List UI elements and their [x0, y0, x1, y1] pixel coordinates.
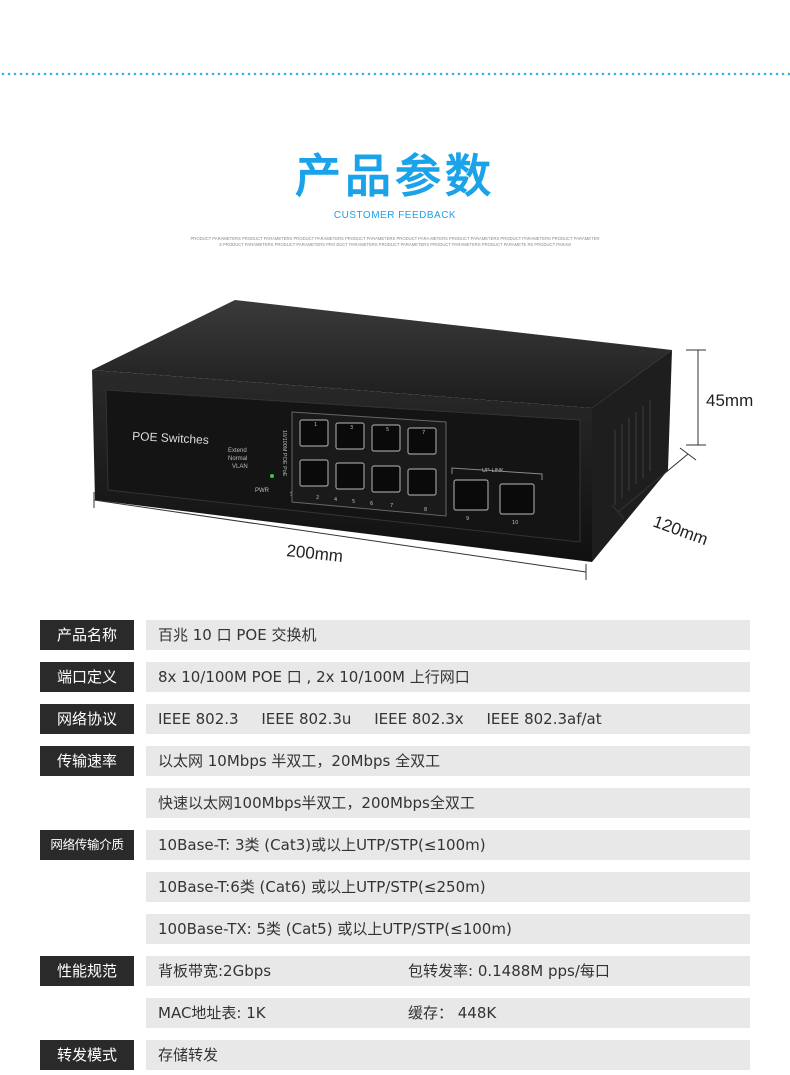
dotted-divider: [0, 72, 790, 76]
spec-row-rate: 传输速率 以太网 10Mbps 半双工，20Mbps 全双工: [40, 746, 750, 776]
uplink-number: 9: [466, 516, 469, 522]
protocol-item: IEEE 802.3af/at: [486, 710, 602, 728]
spec-label: 网络协议: [40, 704, 134, 734]
spec-value: 以太网 10Mbps 半双工，20Mbps 全双工: [146, 746, 750, 776]
brand-label: POE Switches: [132, 429, 209, 447]
spec-row-media: 网络传输介质 10Base-T: 3类 (Cat3)或以上UTP/STP(≤10…: [40, 830, 750, 860]
depth-dimension: 120mm: [651, 512, 711, 549]
port-number: 2: [316, 495, 319, 501]
ethernet-port-icon: [371, 424, 401, 452]
width-dimension: 200mm: [286, 541, 344, 566]
uplink-port-icon: [499, 483, 535, 515]
port-number: 3: [350, 425, 353, 431]
spec-label: 端口定义: [40, 662, 134, 692]
perf-backplane: 背板带宽:2Gbps: [158, 962, 272, 980]
poe-side-label: 10/100M POE PoE: [281, 430, 287, 477]
spec-value: 背板带宽:2Gbps 包转发率: 0.1488M pps/每口: [146, 956, 750, 986]
spec-value: 10Base-T:6类 (Cat6) 或以上UTP/STP(≤250m): [146, 872, 750, 902]
page-title: 产品参数: [295, 149, 495, 203]
spec-row-perf: 性能规范 背板带宽:2Gbps 包转发率: 0.1488M pps/每口: [40, 956, 750, 986]
spec-label: 性能规范: [40, 956, 134, 986]
spec-row-media-3: 100Base-TX: 5类 (Cat5) 或以上UTP/STP(≤100m): [40, 914, 750, 944]
protocol-item: IEEE 802.3u: [261, 710, 352, 728]
spec-value: 100Base-TX: 5类 (Cat5) 或以上UTP/STP(≤100m): [146, 914, 750, 944]
spec-value: 存储转发: [146, 1040, 750, 1070]
perf-cache: 缓存： 448K: [408, 1004, 497, 1022]
port-number: 4: [334, 497, 337, 503]
spec-value: MAC地址表: 1K 缓存： 448K: [146, 998, 750, 1028]
indicator-label: Extend: [228, 448, 247, 454]
perf-mac: MAC地址表: 1K: [158, 1004, 266, 1022]
ethernet-port-icon: [407, 468, 437, 496]
spec-row-protocol: 网络协议 IEEE 802.3 IEEE 802.3u IEEE 802.3x …: [40, 704, 750, 734]
spec-label: 网络传输介质: [40, 830, 134, 860]
spec-row-name: 产品名称 百兆 10 口 POE 交换机: [40, 620, 750, 650]
spec-row-ports: 端口定义 8x 10/100M POE 口 , 2x 10/100M 上行网口: [40, 662, 750, 692]
port-number: 1: [314, 422, 317, 428]
ethernet-port-icon: [335, 422, 365, 450]
product-image: POE Switches Extend Normal VLAN PWR SW 1…: [0, 290, 790, 610]
ethernet-port-icon: [299, 459, 329, 487]
port-number: 5: [386, 427, 389, 433]
spec-value: 百兆 10 口 POE 交换机: [146, 620, 750, 650]
page-subtitle: CUSTOMER FEEDBACK: [333, 210, 457, 221]
spec-value: 8x 10/100M POE 口 , 2x 10/100M 上行网口: [146, 662, 750, 692]
ethernet-port-icon: [299, 419, 329, 447]
port-number: 5: [352, 499, 355, 505]
ethernet-port-icon: [371, 465, 401, 493]
decorative-filler-text: PRODUCT PARAMETERS PRODUCT PARAMETERS PR…: [190, 236, 600, 247]
ethernet-port-icon: [407, 427, 437, 455]
port-number: 8: [424, 507, 427, 513]
spec-label: 产品名称: [40, 620, 134, 650]
pwr-label: PWR: [255, 488, 270, 494]
protocol-item: IEEE 802.3: [158, 710, 239, 728]
uplink-port-icon: [453, 479, 489, 511]
ethernet-port-icon: [335, 462, 365, 490]
protocol-item: IEEE 802.3x: [374, 710, 464, 728]
port-number: 6: [370, 501, 373, 507]
indicator-label: Normal: [228, 456, 247, 462]
perf-forwarding: 包转发率: 0.1488M pps/每口: [408, 962, 610, 980]
spec-value: 10Base-T: 3类 (Cat3)或以上UTP/STP(≤100m): [146, 830, 750, 860]
spec-row-rate-2: 快速以太网100Mbps半双工，200Mbps全双工: [40, 788, 750, 818]
power-led-icon: [270, 474, 274, 478]
uplink-number: 10: [512, 520, 518, 526]
switch-side-face: [592, 350, 672, 562]
spec-row-perf-2: MAC地址表: 1K 缓存： 448K: [40, 998, 750, 1028]
spec-row-media-2: 10Base-T:6类 (Cat6) 或以上UTP/STP(≤250m): [40, 872, 750, 902]
port-number: 7: [422, 430, 425, 436]
spec-label: 转发模式: [40, 1040, 134, 1070]
height-dimension: 45mm: [706, 391, 753, 410]
spec-value: IEEE 802.3 IEEE 802.3u IEEE 802.3x IEEE …: [146, 704, 750, 734]
spec-value: 快速以太网100Mbps半双工，200Mbps全双工: [146, 788, 750, 818]
spec-label: 传输速率: [40, 746, 134, 776]
switch-top-surface: [92, 300, 672, 408]
indicator-label: VLAN: [232, 464, 248, 470]
spec-row-mode: 转发模式 存储转发: [40, 1040, 750, 1070]
port-number: 7: [390, 503, 393, 509]
